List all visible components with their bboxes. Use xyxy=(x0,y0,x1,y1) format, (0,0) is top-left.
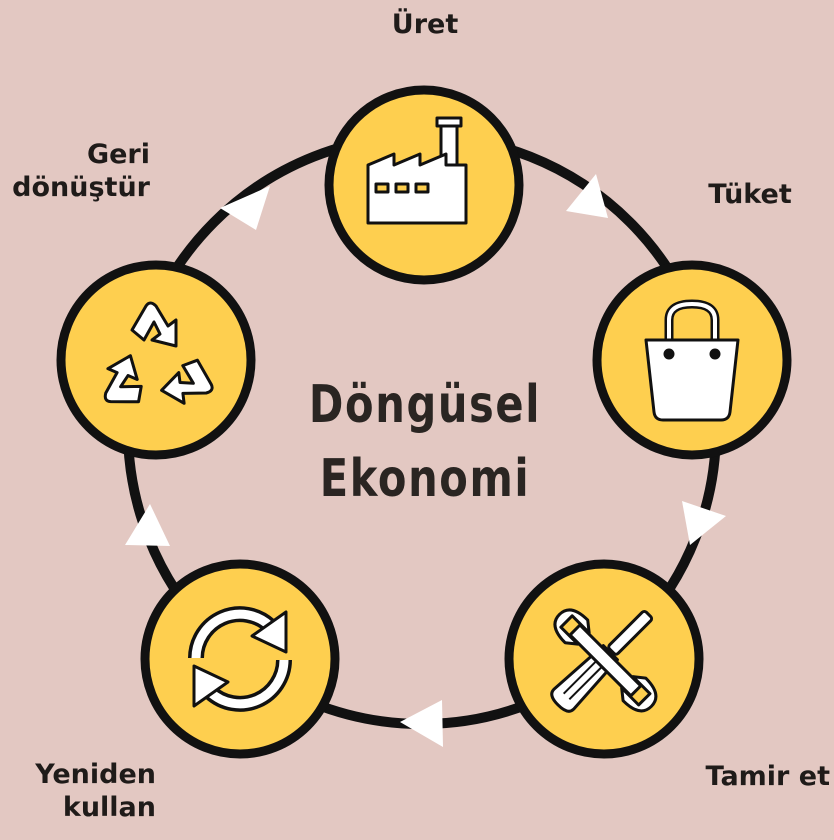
node-uret xyxy=(324,85,524,285)
factory-icon xyxy=(366,116,468,225)
arrow-uret-to-tuket xyxy=(566,174,608,218)
title-line-2: Ekonomi xyxy=(319,449,531,509)
diagram-title: Döngüsel Ekonomi xyxy=(277,368,573,516)
label-tamir-et: Tamir et xyxy=(705,761,830,792)
arrow-yeniden-to-geri xyxy=(125,504,170,546)
label-yeniden-kullan: Yeniden kullan xyxy=(6,758,156,824)
recycle-icon xyxy=(103,301,214,405)
label-tuket: Tüket xyxy=(708,179,792,210)
wrench-screwdriver-icon xyxy=(550,608,658,713)
label-geri-line-1: Geri xyxy=(86,139,150,170)
node-geri xyxy=(56,260,256,460)
title-line-1: Döngüsel xyxy=(308,375,542,435)
label-uret: Üret xyxy=(391,9,459,40)
arrow-geri-to-uret xyxy=(220,186,270,230)
label-yeniden-line-1: Yeniden xyxy=(35,759,156,790)
arrow-tamir-to-yeniden xyxy=(400,700,443,747)
label-geri-line-2: dönüştür xyxy=(12,172,150,203)
label-geri-donustur: Geri dönüştür xyxy=(0,138,150,204)
shopping-bag-icon xyxy=(644,299,740,422)
label-yeniden-line-2: kullan xyxy=(62,792,156,823)
node-tuket xyxy=(592,260,792,460)
node-tamir xyxy=(504,559,704,759)
refresh-arrows-icon xyxy=(188,606,292,712)
arrow-tuket-to-tamir xyxy=(682,501,726,545)
node-yeniden xyxy=(140,559,340,759)
